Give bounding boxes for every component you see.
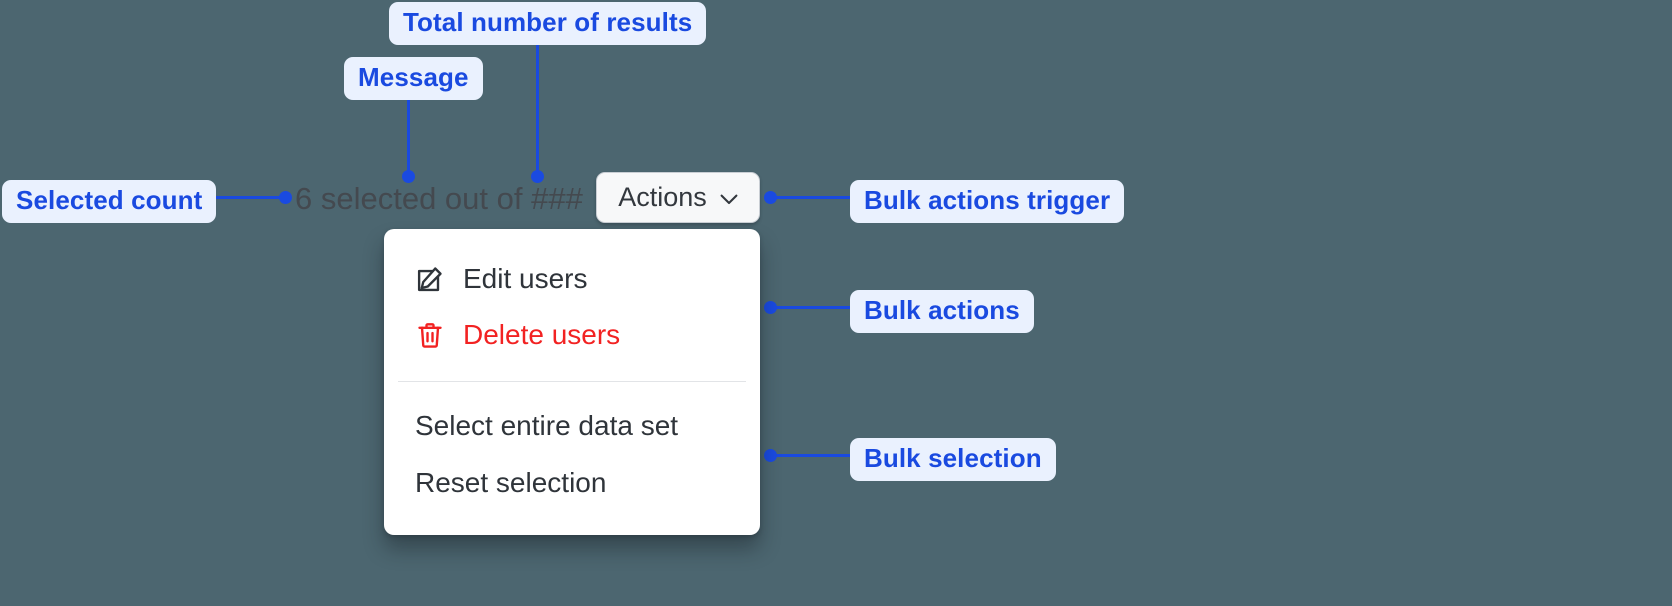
menu-item-edit-users[interactable]: Edit users	[384, 251, 760, 307]
leader-dot-message	[402, 170, 415, 183]
edit-pencil-square-icon	[415, 264, 445, 294]
menu-item-label: Edit users	[463, 263, 588, 294]
actions-button-label: Actions	[618, 182, 707, 212]
menu-item-label: Reset selection	[415, 466, 607, 498]
leader-dot-bulk-selection	[764, 449, 777, 462]
leader-line-bulk-trigger	[770, 196, 852, 199]
menu-item-label: Select entire data set	[415, 410, 679, 442]
menu-item-select-entire-data-set[interactable]: Select entire data set	[384, 398, 760, 454]
leader-dot-bulk-trigger	[764, 191, 777, 204]
callout-message: Message	[344, 57, 483, 101]
leader-line-message	[407, 95, 410, 177]
leader-dot-total-results	[531, 170, 544, 183]
leader-line-bulk-actions	[770, 306, 852, 309]
leader-line-total-results	[536, 40, 539, 177]
menu-separator	[398, 381, 746, 383]
menu-item-reset-selection[interactable]: Reset selection	[384, 455, 760, 511]
trash-icon	[415, 320, 445, 350]
bulk-actions-trigger-button[interactable]: Actions	[596, 172, 760, 223]
menu-item-delete-users[interactable]: Delete users	[384, 307, 760, 363]
callout-selected-count: Selected count	[2, 180, 217, 224]
callout-bulk-actions-trigger: Bulk actions trigger	[850, 180, 1125, 224]
bulk-actions-menu: Edit users Delete users Select entire da…	[384, 229, 760, 535]
leader-dot-bulk-actions	[764, 301, 777, 314]
callout-bulk-selection: Bulk selection	[850, 438, 1056, 482]
callout-total-number-of-results: Total number of results	[389, 2, 707, 46]
chevron-down-icon	[720, 192, 738, 205]
leader-dot-selected-count	[279, 191, 292, 204]
selection-summary-text: 6 selected out of ###	[295, 181, 583, 216]
callout-bulk-actions: Bulk actions	[850, 290, 1034, 334]
leader-line-selected-count	[201, 196, 286, 199]
leader-line-bulk-selection	[770, 454, 852, 457]
menu-item-label: Delete users	[463, 319, 621, 351]
